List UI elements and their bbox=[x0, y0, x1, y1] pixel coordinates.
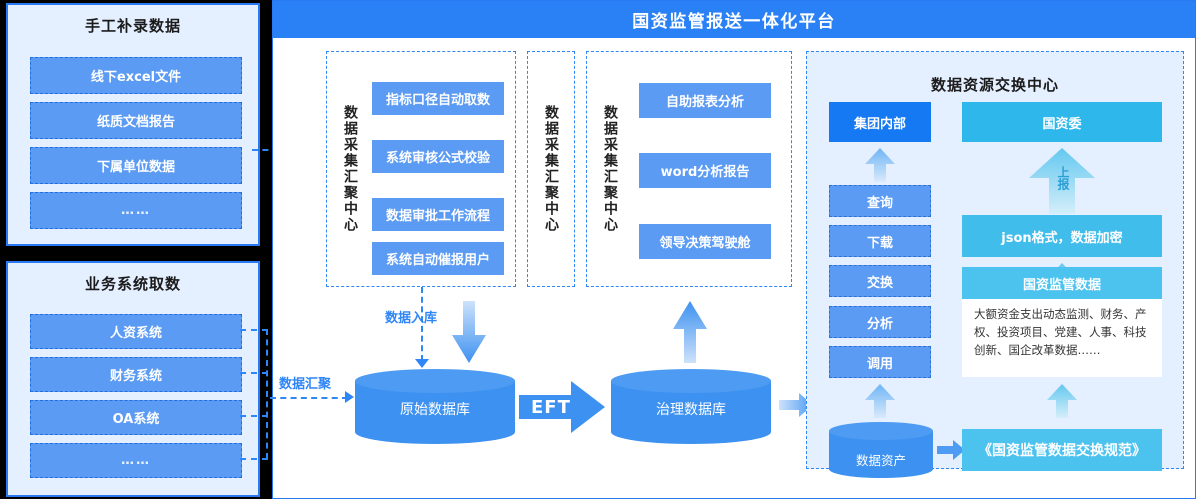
eft-label: EFT bbox=[531, 397, 571, 418]
panel-manual-entry: 手工补录数据 线下excel文件 纸质文档报告 下属单位数据 …… bbox=[6, 3, 260, 246]
eft-arrow-icon bbox=[519, 381, 605, 433]
exchange-action-0[interactable]: 查询 bbox=[829, 185, 931, 217]
report-up-arrow-icon bbox=[1029, 148, 1095, 214]
exchange-action-2[interactable]: 交换 bbox=[829, 265, 931, 297]
aggregate-dashed-line bbox=[270, 397, 348, 399]
ingest-label: 数据入库 bbox=[385, 311, 438, 326]
data-asset-db-label: 数据资产 bbox=[855, 453, 906, 468]
group-collection-3: 数据采集汇聚中心 自助报表分析 word分析报告 领导决策驾驶舱 bbox=[586, 51, 792, 287]
asset-to-spec-arrow-icon bbox=[937, 440, 965, 460]
connector-business-bus bbox=[266, 329, 268, 459]
group-collection-1: 数据采集汇聚中心 指标口径自动取数 系统审核公式校验 数据审批工作流程 系统自动… bbox=[326, 51, 516, 287]
collection-1-item-0[interactable]: 指标口径自动取数 bbox=[372, 82, 504, 115]
connector-business-2 bbox=[240, 415, 268, 417]
chip-supervision-data[interactable]: 国资监管数据 bbox=[962, 267, 1162, 299]
ingest-dashed-line bbox=[421, 287, 423, 361]
business-item-0[interactable]: 人资系统 bbox=[30, 314, 242, 349]
raw-database-top bbox=[355, 369, 515, 393]
app-header: 国资监管报送一体化平台 bbox=[273, 1, 1195, 38]
raw-database: 原始数据库 bbox=[355, 369, 515, 444]
manual-item-1[interactable]: 纸质文档报告 bbox=[30, 102, 242, 139]
panel-business-systems: 业务系统取数 人资系统 财务系统 OA系统 …… bbox=[6, 261, 260, 497]
spec-up-arrow-icon bbox=[1047, 384, 1077, 418]
governed-database-top bbox=[611, 369, 771, 393]
ingest-arrowhead bbox=[415, 359, 429, 368]
main-stage: 国资监管报送一体化平台 数据采集汇聚中心 指标口径自动取数 系统审核公式校验 数… bbox=[270, 0, 1196, 499]
collection-3-item-2[interactable]: 领导决策驾驶舱 bbox=[639, 224, 771, 259]
panel-business-systems-title: 业务系统取数 bbox=[84, 275, 181, 293]
connector-business-3 bbox=[240, 458, 268, 460]
connector-business-0 bbox=[240, 329, 268, 331]
to-exchange-arrow-icon bbox=[779, 393, 813, 417]
group-collection-3-label: 数据采集汇聚中心 bbox=[602, 105, 618, 233]
manual-item-0[interactable]: 线下excel文件 bbox=[30, 57, 242, 94]
chip-json-format[interactable]: json格式，数据加密 bbox=[962, 215, 1162, 257]
data-asset-db: 数据资产 bbox=[829, 422, 933, 478]
governed-database: 治理数据库 bbox=[611, 369, 771, 444]
manual-item-3[interactable]: …… bbox=[30, 192, 242, 229]
app-title: 国资监管报送一体化平台 bbox=[632, 12, 836, 32]
raw-database-bottom bbox=[355, 420, 515, 444]
aggregate-label: 数据汇聚 bbox=[279, 377, 332, 392]
collection-3-item-1[interactable]: word分析报告 bbox=[639, 153, 771, 188]
business-item-1[interactable]: 财务系统 bbox=[30, 357, 242, 392]
collection-1-item-2[interactable]: 数据审批工作流程 bbox=[372, 198, 504, 231]
business-item-2[interactable]: OA系统 bbox=[30, 400, 242, 435]
group-collection-2: 数据采集汇聚中心 bbox=[527, 51, 575, 287]
collection-1-item-3[interactable]: 系统自动催报用户 bbox=[372, 242, 504, 275]
group-collection-2-label: 数据采集汇聚中心 bbox=[543, 105, 559, 233]
chip-exchange-spec[interactable]: 《国资监管数据交换规范》 bbox=[962, 429, 1162, 471]
collection-1-item-1[interactable]: 系统审核公式校验 bbox=[372, 140, 504, 173]
exchange-center: 数据资源交换中心 集团内部 查询 下载 交换 分析 调用 bbox=[806, 51, 1184, 478]
down-arrow-icon bbox=[452, 301, 486, 363]
up-arrow-icon bbox=[673, 301, 707, 363]
collection-3-item-0[interactable]: 自助报表分析 bbox=[639, 83, 771, 118]
report-label: 上报 bbox=[1056, 166, 1070, 190]
supervision-description: 大额资金支出动态监测、财务、产权、投资项目、党建、人事、科技创新、国企改革数据…… bbox=[962, 299, 1162, 377]
manual-item-2[interactable]: 下属单位数据 bbox=[30, 147, 242, 184]
panel-manual-entry-title: 手工补录数据 bbox=[84, 17, 181, 35]
chip-group-internal[interactable]: 集团内部 bbox=[829, 102, 931, 142]
connector-business-1 bbox=[240, 372, 268, 374]
chip-sasac[interactable]: 国资委 bbox=[962, 102, 1162, 142]
group-collection-1-label: 数据采集汇聚中心 bbox=[342, 105, 358, 233]
business-item-3[interactable]: …… bbox=[30, 443, 242, 478]
asset-up-arrow-icon bbox=[865, 384, 895, 418]
exchange-action-3[interactable]: 分析 bbox=[829, 306, 931, 338]
exchange-center-title: 数据资源交换中心 bbox=[930, 76, 1059, 94]
governed-database-label: 治理数据库 bbox=[656, 401, 726, 418]
data-asset-db-top bbox=[829, 422, 933, 440]
raw-database-label: 原始数据库 bbox=[400, 401, 470, 418]
exchange-action-4[interactable]: 调用 bbox=[829, 346, 931, 378]
data-asset-db-bottom bbox=[829, 460, 933, 478]
governed-database-bottom bbox=[611, 420, 771, 444]
internal-up-arrow-icon bbox=[865, 148, 895, 182]
aggregate-arrowhead bbox=[345, 391, 354, 403]
exchange-action-1[interactable]: 下载 bbox=[829, 225, 931, 257]
